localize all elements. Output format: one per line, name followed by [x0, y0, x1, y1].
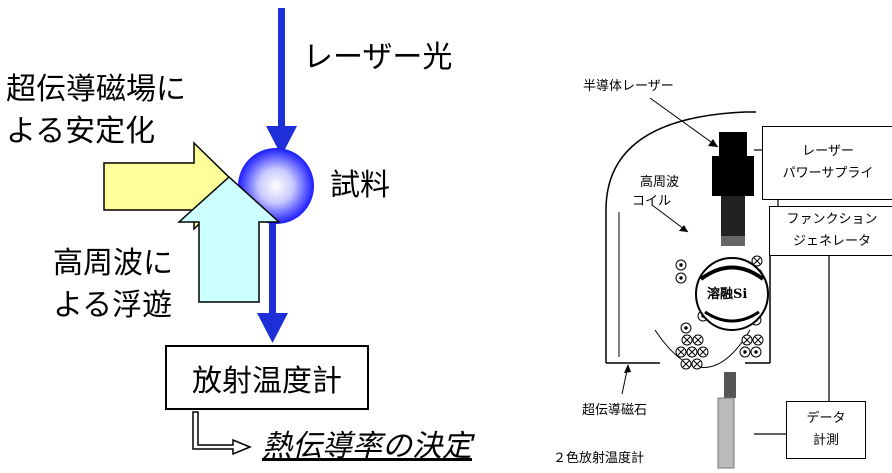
result-arrow: [192, 411, 252, 456]
laser-power-supply-box: レーザー パワーサプライ: [762, 126, 892, 200]
laser-label: レーザー光: [303, 40, 453, 75]
laser-arrowhead-lower: [257, 313, 288, 343]
laser-power-supply-line1: レーザー: [802, 144, 854, 159]
result-label: 熱伝導率の決定: [262, 429, 472, 464]
rf-levitation-arrow: [177, 175, 281, 303]
magnet-outline: [605, 111, 756, 363]
sample-label: 試料: [330, 168, 390, 203]
data-measurement-box: データ 計測: [786, 401, 866, 459]
semiconductor-laser-body: [719, 132, 747, 156]
magnet-label-line2: よる安定化: [6, 114, 156, 149]
pyrometer-head: [724, 372, 736, 398]
coil-bowl: [654, 329, 751, 368]
pyrometer-label: 放射温度計: [192, 363, 342, 399]
magnet-label: 超伝導磁石: [582, 403, 648, 418]
magnet-label-line1: 超伝導磁場に: [6, 72, 186, 107]
function-generator-line1: ファンクション: [786, 212, 878, 227]
pyrometer-body: [717, 397, 735, 469]
two-color-pyrometer-label: ２色放射温度計: [553, 451, 645, 466]
data-measurement-line2: 計測: [812, 433, 839, 448]
function-generator-box: ファンクション ジェネレータ: [769, 206, 892, 256]
laser-beam-lower: [269, 222, 276, 315]
laser-beam-upper: [278, 8, 285, 126]
molten-si-label: 溶融Si: [707, 287, 748, 302]
semiconductor-laser-label: 半導体レーザー: [583, 79, 674, 94]
function-generator-line2: ジェネレータ: [792, 234, 871, 249]
rf-label-line1: 高周波に: [53, 246, 173, 281]
laser-arrowhead-upper: [266, 126, 297, 156]
laser-power-supply-line2: パワーサプライ: [782, 166, 874, 181]
rf-label-line2: よる浮遊: [53, 288, 173, 323]
pyrometer-box: 放射温度計: [165, 345, 369, 410]
laser-leader-line: [649, 97, 719, 148]
rf-coil-label-line1: 高周波: [640, 175, 680, 190]
rf-coil-label-line2: コイル: [632, 194, 672, 209]
molten-si-sphere: [695, 257, 769, 331]
data-measurement-line1: データ: [806, 411, 846, 426]
